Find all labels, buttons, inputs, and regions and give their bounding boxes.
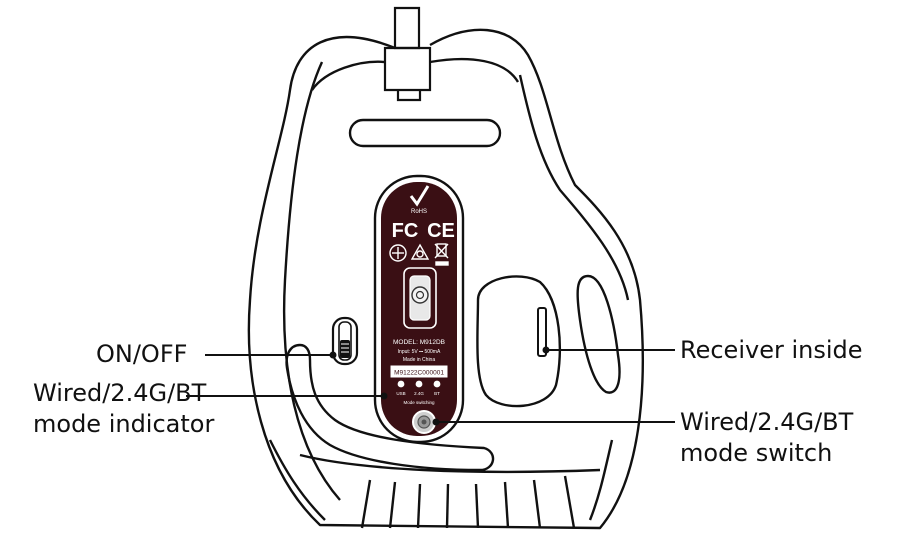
ce-logo: CE xyxy=(427,220,455,242)
optical-sensor xyxy=(403,267,437,329)
led-label-bt: BT xyxy=(434,391,440,396)
bottom-glide-pad xyxy=(285,343,495,472)
mode-switching-label: Mode switching xyxy=(403,400,435,405)
2-4g-led xyxy=(415,380,423,388)
label-plate: RoHS FC CE MODEL: M912DB Input: 5V ⎓ 500… xyxy=(373,174,465,444)
leader-lines xyxy=(186,346,675,426)
receiver-label: Receiver inside xyxy=(680,336,863,364)
receiver-callout: Receiver inside xyxy=(680,335,863,366)
usb-led xyxy=(397,380,405,388)
model-text: MODEL: M912DB xyxy=(393,339,445,346)
right-glide-pad xyxy=(576,274,621,394)
mode-indicator-label-line2: mode indicator xyxy=(33,410,215,438)
mouse-body xyxy=(247,28,644,530)
receiver-compartment xyxy=(476,275,561,408)
mode-switch-label-line2: mode switch xyxy=(680,439,833,467)
mode-indicator-callout: Wired/2.4G/BT mode indicator xyxy=(33,378,214,440)
on-off-callout: ON/OFF xyxy=(96,339,187,370)
mode-switch-callout: Wired/2.4G/BT mode switch xyxy=(680,407,853,469)
mode-switch-label-line1: Wired/2.4G/BT xyxy=(680,408,854,436)
top-glide-pad xyxy=(348,118,502,148)
fcc-logo: FC xyxy=(392,220,419,242)
on-off-label: ON/OFF xyxy=(96,340,188,368)
bt-led xyxy=(433,380,441,388)
led-label-2-4g: 2.4G xyxy=(414,391,424,396)
rohs-label: RoHS xyxy=(411,209,427,215)
serial-number: M91222C000001 xyxy=(394,370,444,377)
on-off-switch[interactable] xyxy=(331,316,359,366)
certification-icons xyxy=(389,243,449,266)
led-label-usb: USB xyxy=(396,391,405,396)
cable xyxy=(383,6,432,102)
mode-switch-button[interactable] xyxy=(412,410,436,434)
origin-text: Made in China xyxy=(403,357,435,363)
rohs-check-icon xyxy=(409,185,430,207)
input-text: Input: 5V ⎓ 500mA xyxy=(398,349,441,355)
receiver-slot xyxy=(537,307,547,357)
mode-indicator-label-line1: Wired/2.4G/BT xyxy=(33,379,207,407)
